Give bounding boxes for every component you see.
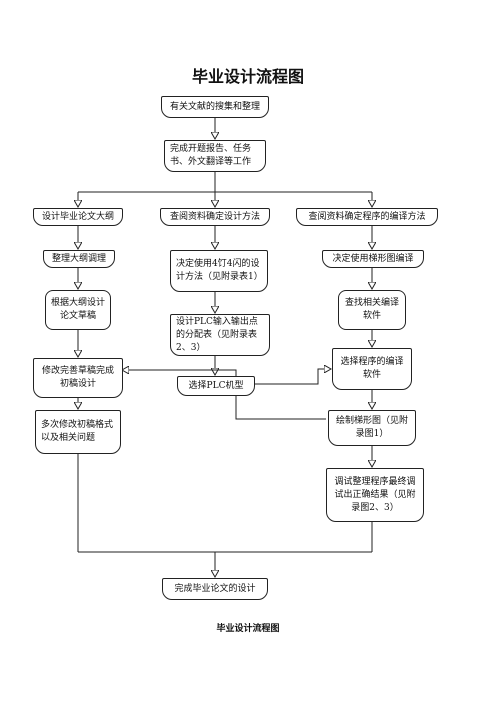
arrow-b4-c4: [255, 369, 330, 385]
node-arrange-outline: 整理大纲调理: [43, 250, 115, 268]
node-proposal-report: 完成开题报告、任务书、外文翻译等工作: [164, 140, 266, 172]
node-find-software: 查找相关编译软件: [338, 290, 406, 330]
node-select-plc-model: 选择PLC机型: [177, 376, 255, 396]
node-draft-by-outline: 根据大纲设计论文草稿: [45, 290, 111, 330]
diagram-caption: 毕业设计流程图: [216, 624, 280, 634]
node-select-software: 选择程序的编译软件: [332, 348, 412, 390]
node-ladder-diagram: 决定使用梯形图编译: [322, 250, 424, 268]
node-multiple-revisions: 多次修改初稿格式以及相关问题: [35, 410, 121, 454]
diagram-title: 毕业设计流程图: [191, 67, 304, 86]
node-revise-draft: 修改完善草稿完成初稿设计: [33, 358, 123, 398]
node-thesis-outline: 设计毕业论文大纲: [33, 208, 123, 226]
node-plc-io-table: 设计PLC输入输出点的分配表（见附录表2、3）: [170, 314, 270, 356]
node-debug-program: 调试整理程序最终调试出正确结果（见附录图2、3）: [326, 468, 424, 522]
node-design-method: 查阅资料确定设计方法: [160, 208, 270, 226]
node-literature-collection: 有关文献的搜集和整理: [161, 96, 269, 118]
node-thesis-complete: 完成毕业论文的设计: [162, 578, 268, 600]
node-4-lights-method: 决定使用4饤4闪的设计方法（见附录表1）: [170, 250, 268, 292]
node-compile-method: 查阅资料确定程序的编译方法: [296, 208, 438, 226]
node-draw-ladder: 绘制梯形图（见附录图1）: [328, 410, 416, 446]
